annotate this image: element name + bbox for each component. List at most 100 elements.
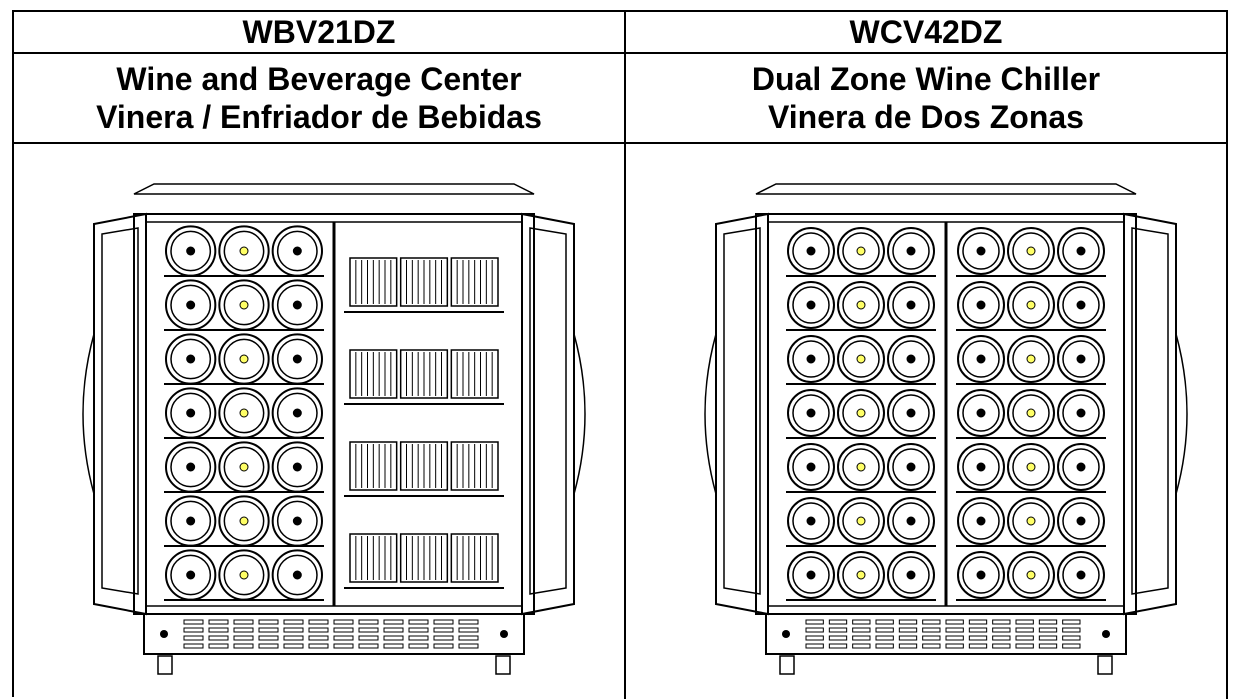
wine-bottle [1057,443,1105,491]
wine-bottle [218,549,270,601]
wine-bottle [271,279,323,331]
left-illustration-cell [14,144,626,699]
wine-bottle [957,497,1005,545]
wine-bottle [218,225,270,277]
wine-bottle [957,389,1005,437]
wine-bottle [165,387,217,439]
wine-bottle [887,389,935,437]
wine-bottle [165,279,217,331]
wine-bottle [1007,335,1055,383]
wine-bottle [837,497,885,545]
wine-bottle [837,551,885,599]
wine-bottle [1057,227,1105,275]
wine-and-beverage-center-icon [82,183,586,675]
wine-bottle [1057,551,1105,599]
left-foot [779,655,795,675]
left-model-header: WBV21DZ [14,12,626,54]
wine-bottle [957,281,1005,329]
can-pack [349,441,398,491]
wine-bottle [787,497,835,545]
wine-bottle [837,443,885,491]
wine-bottle [787,389,835,437]
wine-bottle [957,551,1005,599]
wine-bottle [957,227,1005,275]
wine-bottle [1007,227,1055,275]
left-foot [157,655,173,675]
right-foot [495,655,511,675]
wine-bottle [787,335,835,383]
left-door-handle [704,333,717,495]
can-pack [399,257,449,307]
wine-bottle [218,495,270,547]
left-door-handle [82,333,95,495]
can-pack [450,349,499,399]
wine-bottle [787,227,835,275]
wine-bottle [887,497,935,545]
can-pack [349,257,398,307]
can-pack [399,441,449,491]
wine-bottle [271,387,323,439]
wine-bottle [1057,497,1105,545]
wine-bottle [165,549,217,601]
right-model-header: WCV42DZ [626,12,1228,54]
left-title-en: Wine and Beverage Center [116,61,522,97]
wine-bottle [218,441,270,493]
wine-bottle [218,387,270,439]
wine-bottle [218,279,270,331]
can-pack [450,533,499,583]
can-pack [399,349,449,399]
right-description-cell: Dual Zone Wine Chiller Vinera de Dos Zon… [626,54,1228,144]
wine-bottle [887,551,935,599]
wine-bottle [1057,389,1105,437]
cabinet-top [755,183,1137,195]
right-door [1123,212,1177,616]
wine-bottle [837,281,885,329]
right-title-en: Dual Zone Wine Chiller [751,61,1101,97]
right-door-handle [1175,333,1188,495]
base-grille [765,613,1127,655]
product-comparison-table: WBV21DZ WCV42DZ Wine and Beverage Center… [12,10,1228,699]
wine-bottle [1007,281,1055,329]
can-pack [450,441,499,491]
left-model-name: WBV21DZ [242,14,396,50]
wine-bottle [218,333,270,385]
wine-bottle [787,551,835,599]
wine-bottle [271,495,323,547]
wine-bottle [271,549,323,601]
wine-bottle [1007,497,1055,545]
wine-bottle [787,281,835,329]
wine-bottle [837,389,885,437]
wine-bottle [1007,551,1055,599]
wine-bottle [957,443,1005,491]
right-foot [1097,655,1113,675]
can-pack [349,349,398,399]
left-description-cell: Wine and Beverage Center Vinera / Enfria… [14,54,626,144]
wine-bottle [887,281,935,329]
right-door [521,212,575,616]
wine-bottle [887,227,935,275]
cabinet-top [133,183,535,195]
wine-bottle [1057,281,1105,329]
wine-bottle [887,335,935,383]
left-title-es: Vinera / Enfriador de Bebidas [96,99,542,135]
wine-bottle [1057,335,1105,383]
wine-bottle [165,225,217,277]
wine-bottle [837,335,885,383]
wine-bottle [165,495,217,547]
base-grille [143,613,525,655]
right-title-es: Vinera de Dos Zonas [768,99,1084,135]
wine-bottle [1007,389,1055,437]
right-illustration-cell [626,144,1228,699]
wine-bottle [887,443,935,491]
wine-bottle [1007,443,1055,491]
can-pack [399,533,449,583]
wine-bottle [837,227,885,275]
wine-bottle [957,335,1005,383]
right-model-name: WCV42DZ [849,14,1003,50]
can-pack [450,257,499,307]
wine-bottle [165,333,217,385]
can-pack [349,533,398,583]
wine-bottle [165,441,217,493]
wine-bottle [271,333,323,385]
wine-bottle [271,441,323,493]
